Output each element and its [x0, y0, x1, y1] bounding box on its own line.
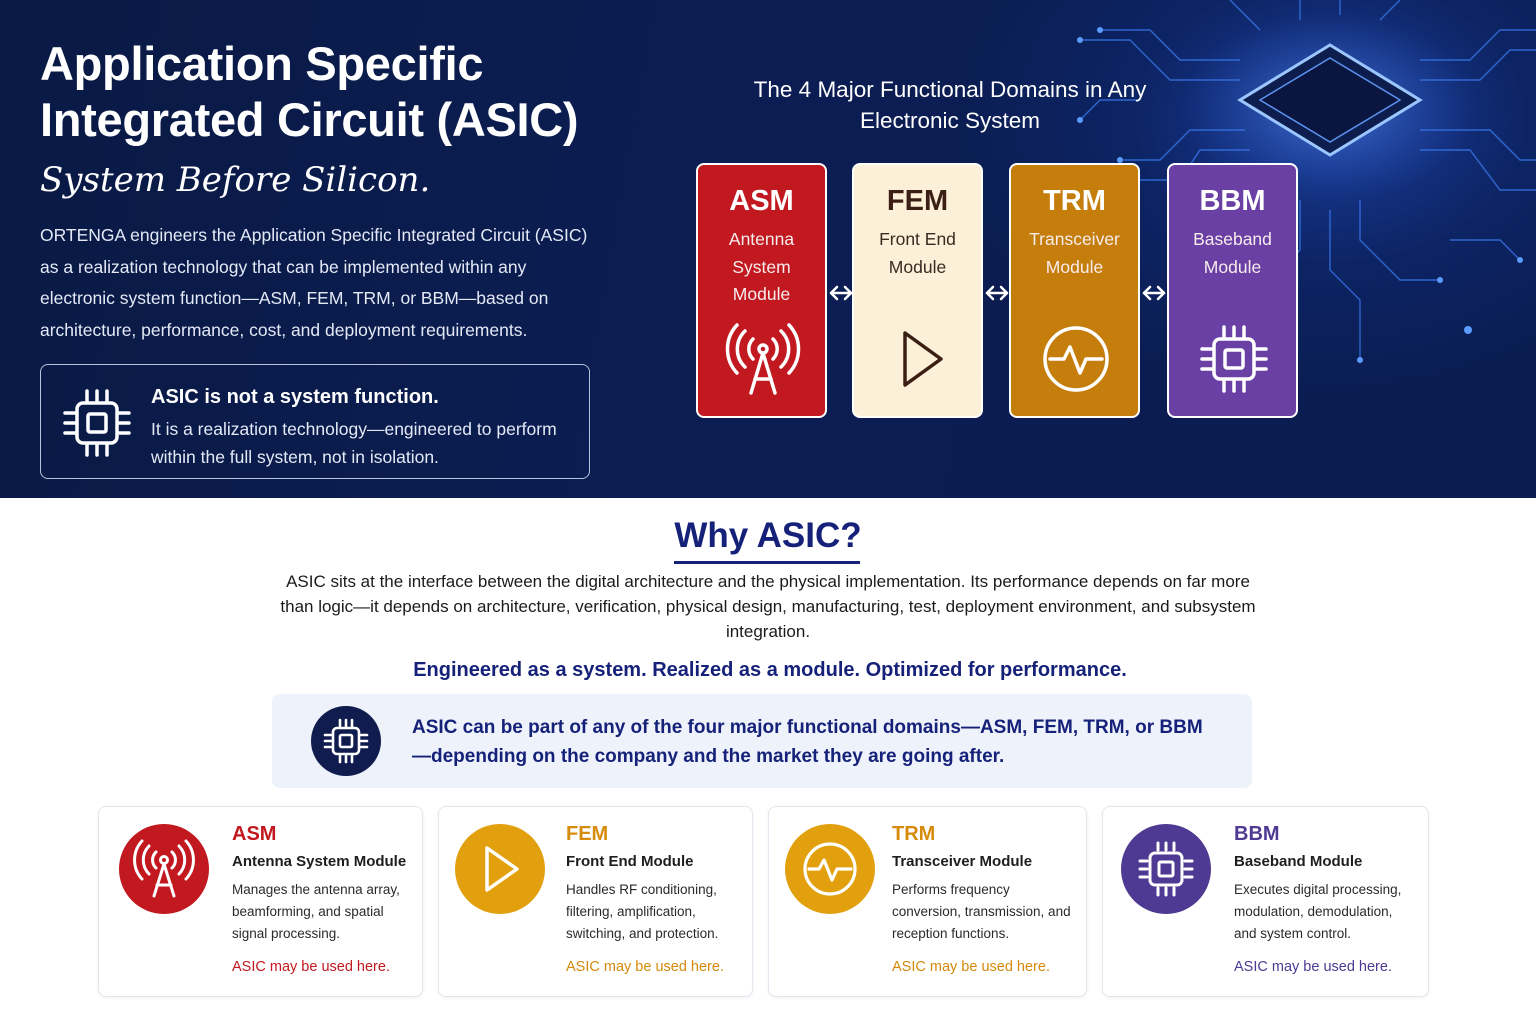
- module-full-name: Antenna System Module: [232, 853, 407, 870]
- module-card-fem: FEM Front End Module Handles RF conditio…: [438, 806, 753, 997]
- why-asic-tagline: Engineered as a system. Realized as a mo…: [413, 659, 1127, 681]
- chip-icon: [1121, 824, 1211, 914]
- asic-note-box: ASIC is not a system function. It is a r…: [40, 364, 590, 479]
- chip-icon: [1200, 325, 1268, 393]
- module-description: Manages the antenna array, beamforming, …: [232, 882, 400, 941]
- module-full-name: Baseband Module: [1234, 853, 1363, 870]
- module-card-bbm: BBM Baseband Module Executes digital pro…: [1102, 806, 1429, 997]
- hero-tagline: System Before Silicon.: [40, 160, 431, 200]
- waveform-icon: [1043, 326, 1109, 392]
- module-full-name: Front End Module: [566, 853, 694, 870]
- play-icon: [455, 824, 545, 914]
- module-description: Handles RF conditioning, filtering, ampl…: [566, 882, 719, 941]
- domain-abbr: FEM: [886, 185, 949, 217]
- title-underline: [674, 561, 860, 564]
- why-asic-text: ASIC sits at the interface between the d…: [280, 572, 1256, 641]
- module-abbr: TRM: [892, 823, 936, 845]
- info-banner: ASIC can be part of any of the four majo…: [272, 694, 1252, 788]
- module-asic-note: ASIC may be used here.: [1234, 959, 1392, 975]
- circuit-board-graphic: [1077, 0, 1536, 363]
- why-asic-title: Why ASIC?: [674, 516, 862, 555]
- module-abbr: FEM: [566, 823, 609, 845]
- module-asic-note: ASIC may be used here.: [892, 959, 1050, 975]
- domain-card-asm: ASM Antenna System Module: [696, 163, 827, 418]
- domains-heading: The 4 Major Functional Domains in Any El…: [753, 77, 1147, 133]
- hero-section: Application Specific Integrated Circuit …: [0, 0, 1536, 498]
- antenna-icon: [119, 824, 209, 914]
- antenna-icon: [725, 323, 801, 395]
- module-description: Performs frequency conversion, transmiss…: [892, 882, 1071, 941]
- module-full-name: Transceiver Module: [892, 853, 1033, 870]
- note-title: ASIC is not a system function.: [151, 386, 439, 408]
- module-description: Executes digital processing, modulation,…: [1234, 882, 1402, 941]
- domain-card-trm: TRM Transceiver Module: [1009, 163, 1140, 418]
- page-title: Application Specific Integrated Circuit …: [40, 37, 579, 146]
- domain-abbr: ASM: [729, 185, 794, 217]
- module-card-trm: TRM Transceiver Module Performs frequenc…: [768, 806, 1087, 997]
- chip-icon: [63, 389, 131, 457]
- info-banner-text: ASIC can be part of any of the four majo…: [412, 717, 1203, 767]
- chip-icon: [311, 706, 381, 776]
- module-card-asm: ASM Antenna System Module Manages the an…: [98, 806, 423, 997]
- domain-abbr: BBM: [1199, 185, 1266, 217]
- hero-description: ORTENGA engineers the Application Specif…: [40, 225, 588, 340]
- bidirectional-arrow-icon: [829, 285, 853, 301]
- play-icon: [903, 331, 943, 387]
- module-asic-note: ASIC may be used here.: [232, 959, 390, 975]
- domain-card-bbm: BBM Baseband Module: [1167, 163, 1298, 418]
- domain-full-name: Antenna System Module: [728, 229, 795, 304]
- domain-full-name: Transceiver Module: [1029, 229, 1120, 277]
- bidirectional-arrow-icon: [1142, 285, 1166, 301]
- domain-full-name: Baseband Module: [1193, 229, 1272, 277]
- domain-abbr: TRM: [1043, 185, 1106, 217]
- bidirectional-arrow-icon: [985, 285, 1009, 301]
- module-abbr: BBM: [1234, 823, 1280, 845]
- domain-card-fem: FEM Front End Module: [852, 163, 983, 418]
- waveform-icon: [785, 824, 875, 914]
- module-asic-note: ASIC may be used here.: [566, 959, 724, 975]
- domain-full-name: Front End Module: [879, 229, 956, 277]
- module-abbr: ASM: [232, 823, 277, 845]
- note-text: It is a realization technology—engineere…: [151, 419, 557, 467]
